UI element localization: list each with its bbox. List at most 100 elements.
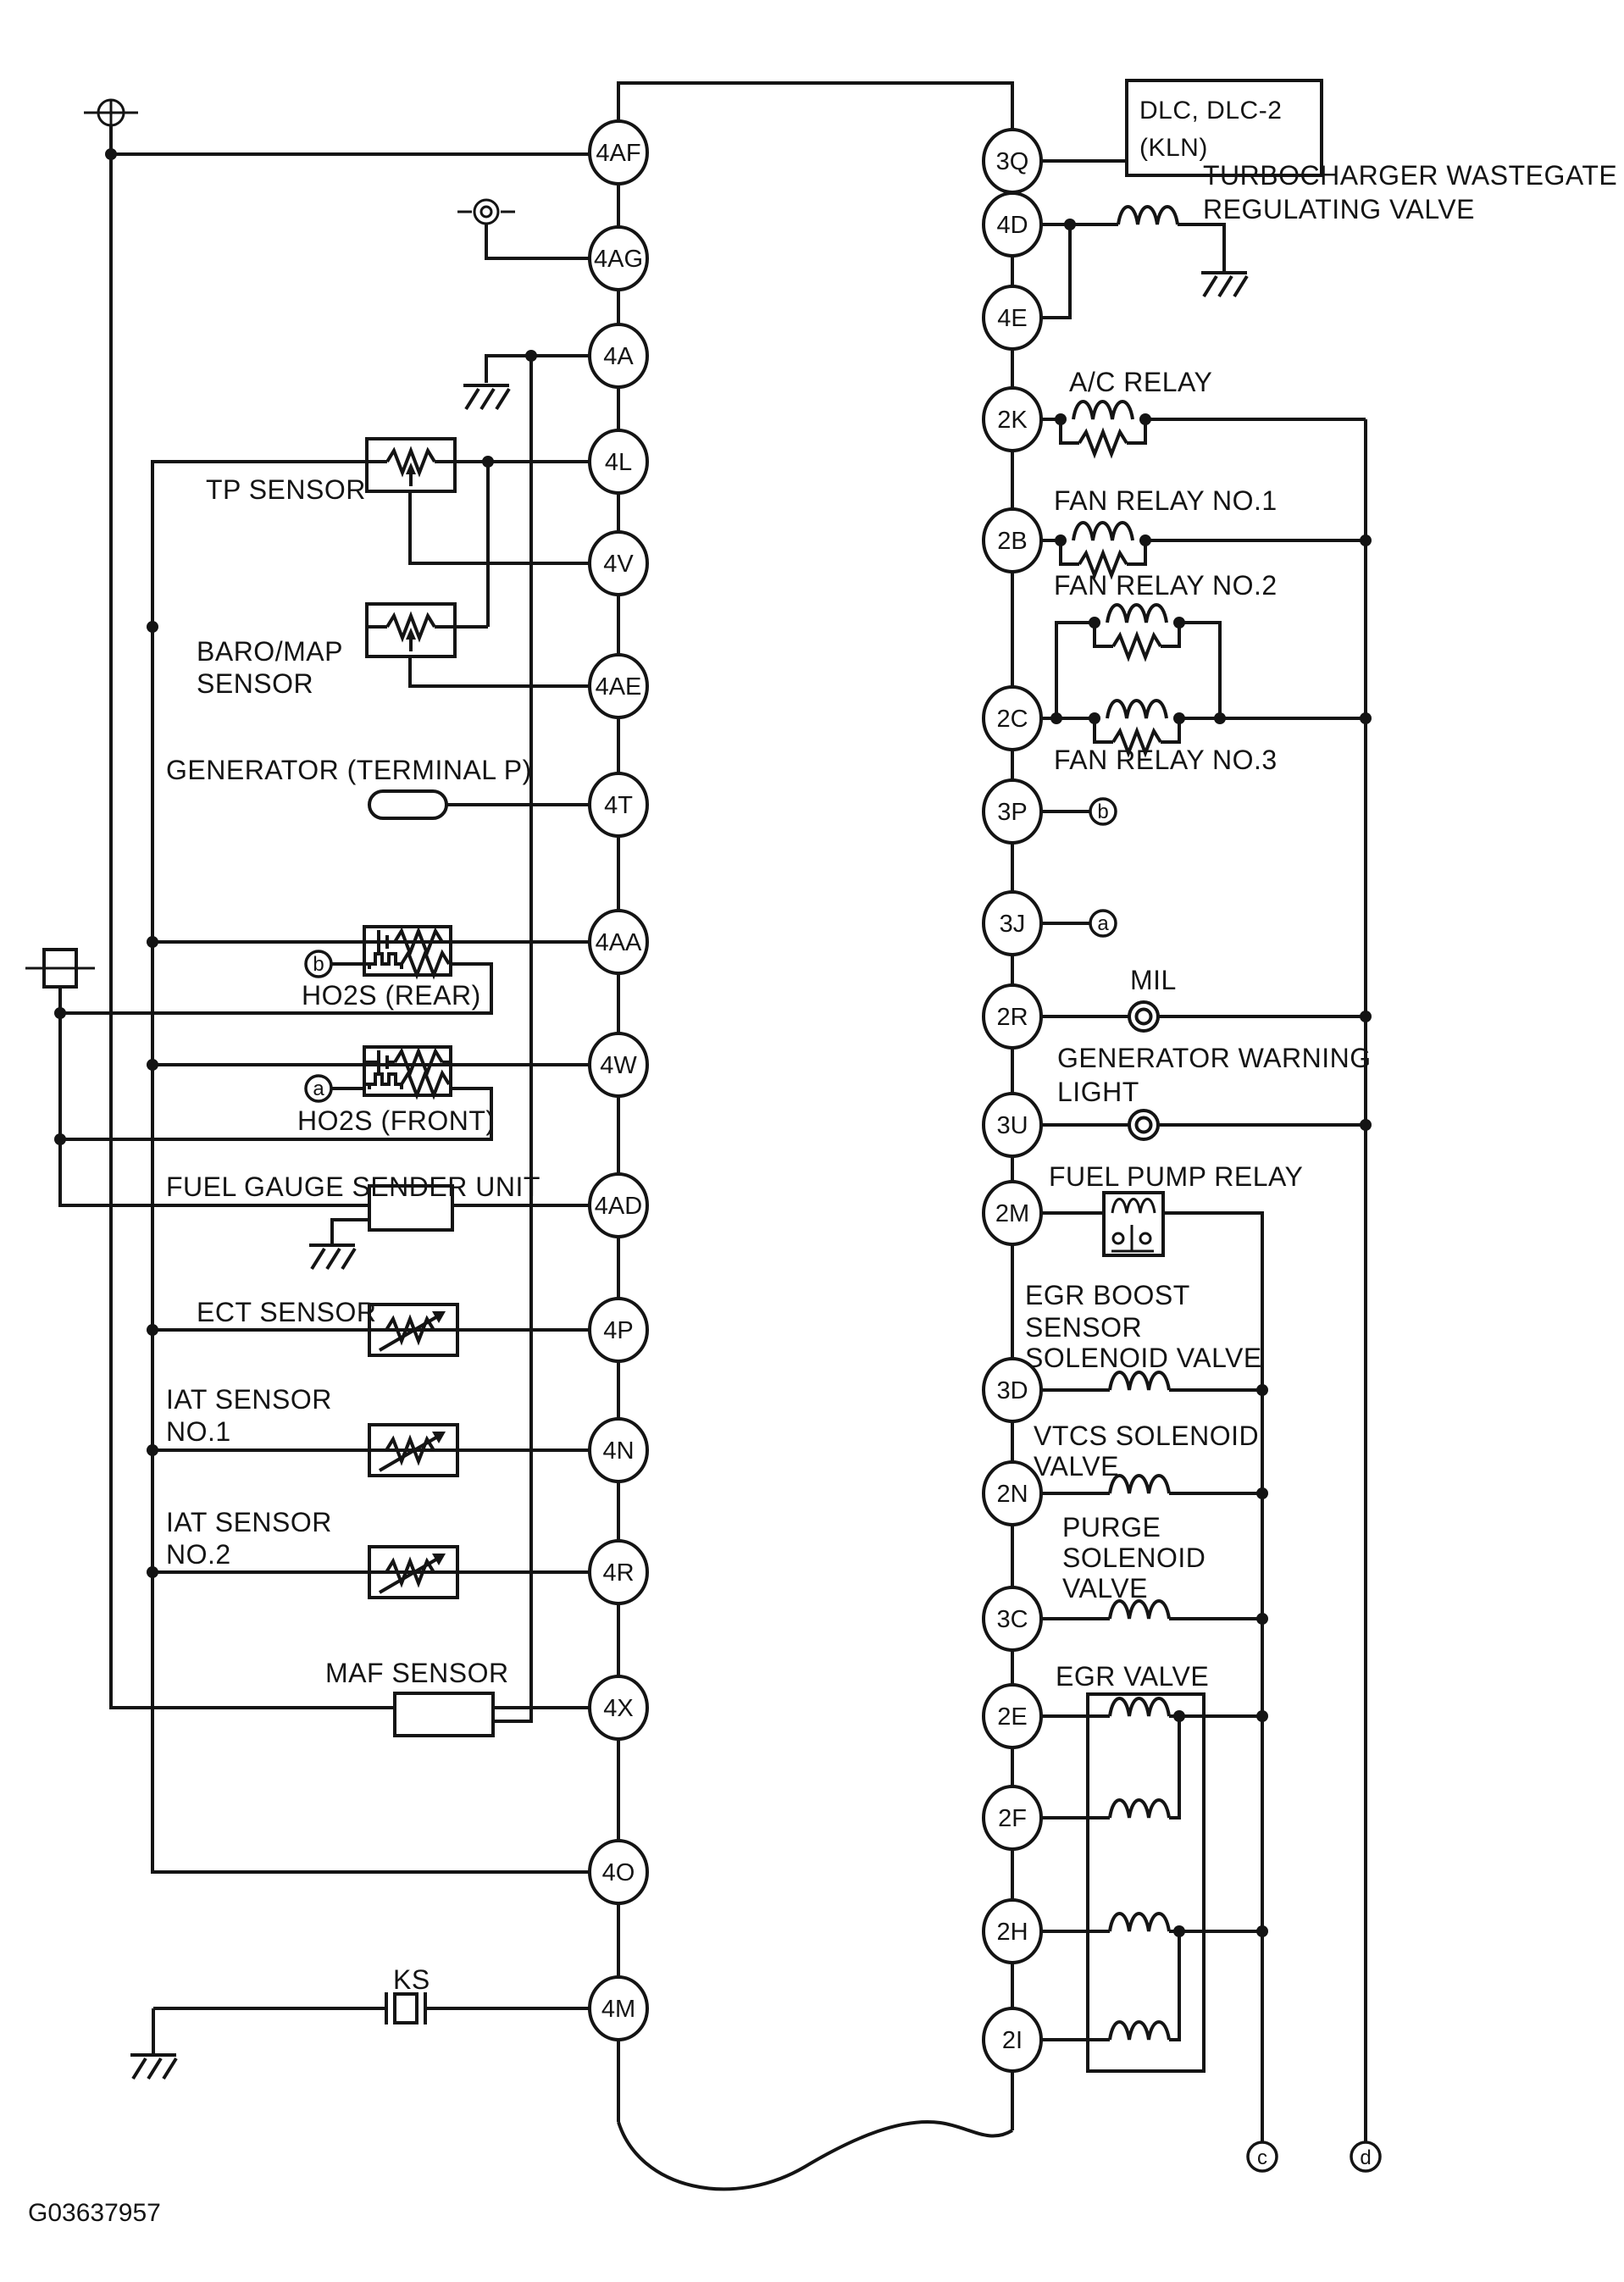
mil-label: MIL bbox=[1130, 965, 1177, 995]
egr-valve-box bbox=[1086, 1692, 1206, 2073]
egr-coil-2e bbox=[1108, 1697, 1171, 1718]
pin-3C: 3C bbox=[982, 1586, 1043, 1652]
junction-connector-symbol bbox=[25, 948, 95, 1013]
purge-label-line2: SOLENOID bbox=[1062, 1543, 1206, 1573]
ect-sensor-label: ECT SENSOR bbox=[197, 1297, 376, 1327]
purge-label-line3: VALVE bbox=[1062, 1573, 1148, 1603]
ground-icon-wastegate bbox=[1200, 271, 1249, 298]
fuel-gauge-sender-symbol bbox=[368, 1184, 454, 1232]
terminal-c: c bbox=[1246, 2141, 1278, 2173]
egr-boost-label-line1: EGR BOOST bbox=[1025, 1280, 1190, 1310]
pin-4T: 4T bbox=[588, 772, 649, 838]
generator-warning-label-line2: LIGHT bbox=[1057, 1077, 1139, 1107]
ground-icon-ks bbox=[129, 2053, 178, 2080]
fan-relay-2-label: FAN RELAY NO.2 bbox=[1054, 570, 1278, 601]
pin-3J: 3J bbox=[982, 890, 1043, 956]
egr-coil-2f bbox=[1108, 1798, 1171, 1820]
baro-map-label-line1: BARO/MAP bbox=[197, 636, 343, 667]
terminal-a-front-label: a bbox=[313, 1077, 324, 1100]
right-row-wires bbox=[1041, 159, 1367, 2141]
dlc-box bbox=[1125, 79, 1323, 177]
pin-4A: 4A bbox=[588, 323, 649, 389]
wastegate-valve-coil bbox=[1117, 205, 1179, 226]
egr-coil-2h bbox=[1108, 1912, 1171, 1933]
pin-2B: 2B bbox=[982, 507, 1043, 573]
pin-4A-label: 4A bbox=[603, 343, 634, 370]
turbo-wastegate-label-line1: TURBOCHARGER WASTEGATE bbox=[1203, 160, 1617, 191]
iat2-label-line2: NO.2 bbox=[166, 1539, 231, 1570]
egr-valve-coils bbox=[1108, 1697, 1171, 2041]
pin-2N-label: 2N bbox=[996, 1481, 1028, 1508]
mil-lamp-icon bbox=[1128, 1000, 1160, 1033]
maf-sensor-label: MAF SENSOR bbox=[325, 1658, 509, 1688]
pin-2K-label: 2K bbox=[997, 407, 1028, 434]
baro-map-sensor-symbol bbox=[367, 604, 455, 656]
pin-2F: 2F bbox=[982, 1785, 1043, 1851]
terminal-a-ho2s-front: a bbox=[304, 1074, 333, 1103]
generator-terminal-p-symbol bbox=[368, 789, 448, 820]
generator-p-label: GENERATOR (TERMINAL P) bbox=[166, 755, 532, 785]
wiring-layer bbox=[58, 81, 1367, 2191]
pin-4L: 4L bbox=[588, 429, 649, 495]
egr-boost-label-line2: SENSOR bbox=[1025, 1312, 1142, 1343]
pin-4D-label: 4D bbox=[996, 212, 1028, 239]
bus-break-squiggle bbox=[617, 2120, 1014, 2191]
pin-4V-label: 4V bbox=[603, 551, 634, 578]
pin-2I: 2I bbox=[982, 2007, 1043, 2073]
body-ground-symbol bbox=[84, 98, 138, 154]
fan-relay-3-label: FAN RELAY NO.3 bbox=[1054, 745, 1278, 775]
terminal-b-ho2s-rear: b bbox=[304, 950, 333, 978]
terminal-b-3p-label: b bbox=[1097, 800, 1108, 823]
pin-2R: 2R bbox=[982, 983, 1043, 1050]
pin-4E-label: 4E bbox=[997, 305, 1027, 332]
pin-3P-label: 3P bbox=[997, 799, 1027, 826]
pin-2H: 2H bbox=[982, 1898, 1043, 1964]
iat-sensor-1-symbol bbox=[369, 1425, 457, 1476]
iat-sensor-2-symbol bbox=[369, 1547, 457, 1598]
pin-4W-label: 4W bbox=[600, 1052, 637, 1079]
egr-boost-solenoid-coil bbox=[1108, 1371, 1171, 1392]
generator-warning-lamp-icon bbox=[1128, 1109, 1160, 1141]
pin-3U-label: 3U bbox=[996, 1112, 1028, 1139]
pin-4P-label: 4P bbox=[603, 1317, 633, 1344]
pin-4W: 4W bbox=[588, 1032, 649, 1098]
pin-3D: 3D bbox=[982, 1357, 1043, 1423]
vtcs-label-line2: VALVE bbox=[1034, 1451, 1119, 1482]
pin-4P: 4P bbox=[588, 1297, 649, 1363]
ground-icon-fuel-gauge bbox=[308, 1243, 357, 1271]
pin-4E: 4E bbox=[982, 285, 1043, 351]
pin-2N: 2N bbox=[982, 1460, 1043, 1526]
egr-valve-label: EGR VALVE bbox=[1056, 1661, 1209, 1692]
tp-sensor-label: TP SENSOR bbox=[206, 474, 366, 505]
pin-2E: 2E bbox=[982, 1683, 1043, 1749]
pin-4AA: 4AA bbox=[588, 909, 649, 975]
tp-sensor-symbol bbox=[367, 439, 455, 491]
pin-4AD: 4AD bbox=[588, 1172, 649, 1238]
pin-2E-label: 2E bbox=[997, 1703, 1027, 1731]
pin-4R-label: 4R bbox=[602, 1559, 634, 1587]
knock-sensor-symbol bbox=[385, 1992, 427, 2024]
terminal-d-label: d bbox=[1360, 2146, 1371, 2169]
egr-boost-label-line3: SOLENOID VALVE bbox=[1025, 1343, 1262, 1373]
dlc-label-line2: (KLN) bbox=[1139, 134, 1208, 162]
pin-2C: 2C bbox=[982, 685, 1043, 751]
iat1-label-line1: IAT SENSOR bbox=[166, 1384, 332, 1415]
ect-sensor-symbol bbox=[369, 1304, 457, 1355]
turbo-wastegate-label-line2: REGULATING VALVE bbox=[1203, 194, 1475, 224]
pin-4M-label: 4M bbox=[601, 1996, 635, 2023]
rail-ground-left bbox=[109, 125, 395, 1709]
fuel-pump-relay-symbol bbox=[1102, 1191, 1165, 1257]
pin-3Q: 3Q bbox=[982, 128, 1043, 194]
vtcs-label-line1: VTCS SOLENOID bbox=[1034, 1421, 1259, 1451]
generator-warning-label-line1: GENERATOR WARNING bbox=[1057, 1043, 1372, 1073]
pin-4D: 4D bbox=[982, 191, 1043, 258]
pin-3D-label: 3D bbox=[996, 1377, 1028, 1404]
purge-label-line1: PURGE bbox=[1062, 1512, 1161, 1543]
pin-4AG: 4AG bbox=[588, 225, 649, 291]
ground-icon-4a bbox=[462, 384, 511, 411]
iat1-label-line2: NO.1 bbox=[166, 1416, 231, 1447]
pin-4AD-label: 4AD bbox=[595, 1193, 642, 1220]
fuel-pump-relay-label: FUEL PUMP RELAY bbox=[1049, 1161, 1303, 1192]
ac-relay-label: A/C RELAY bbox=[1069, 367, 1212, 397]
